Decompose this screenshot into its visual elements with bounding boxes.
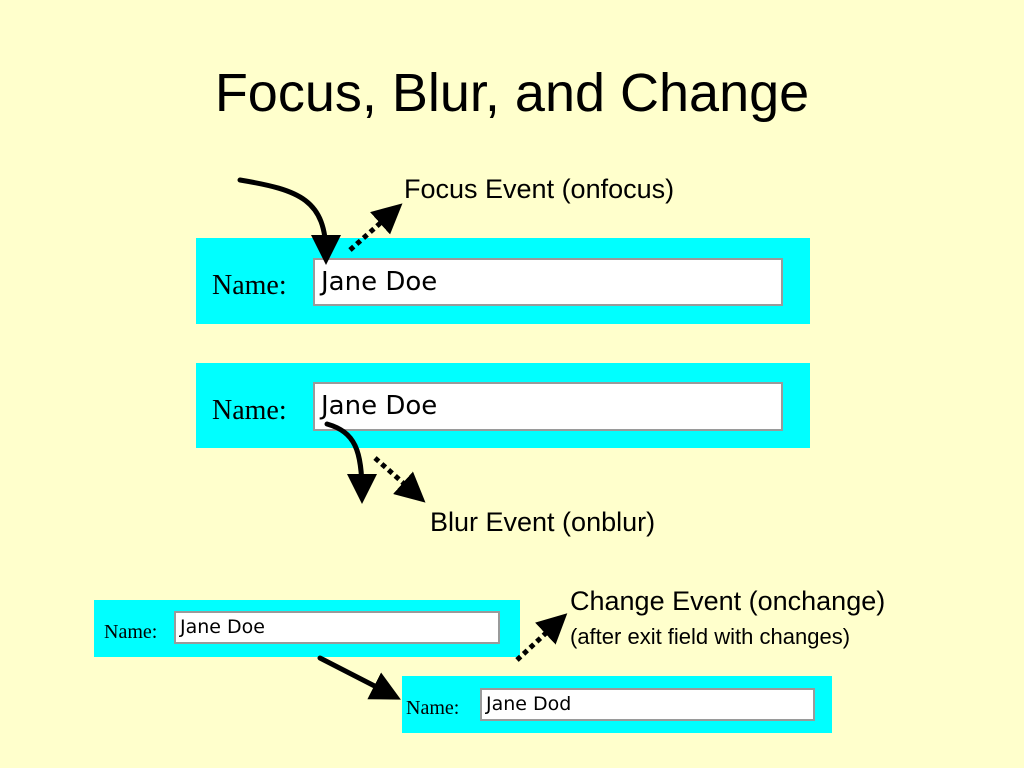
- change-solid-arrow: [317, 655, 401, 700]
- change-dotted-arrow: [515, 613, 568, 662]
- name-label: Name:: [212, 270, 287, 301]
- change-after-panel: Name: Jane Dod: [402, 676, 832, 733]
- name-label: Name:: [104, 621, 158, 643]
- blur-example-panel: Name: Jane Doe: [196, 363, 810, 448]
- slide-title: Focus, Blur, and Change: [214, 63, 810, 123]
- focus-dotted-arrow: [348, 203, 403, 252]
- focus-curved-arrow: [237, 177, 341, 265]
- blur-dotted-arrow: [373, 456, 426, 503]
- focus-event-caption: Focus Event (onfocus): [404, 174, 675, 204]
- name-input-before-change[interactable]: Jane Doe: [174, 611, 500, 644]
- blur-event-caption: Blur Event (onblur): [430, 507, 656, 537]
- change-event-subcaption: (after exit field with changes): [570, 624, 851, 649]
- change-event-caption: Change Event (onchange): [570, 586, 886, 616]
- change-before-panel: Name: Jane Doe: [94, 600, 520, 657]
- name-input-focus[interactable]: Jane Doe: [313, 258, 783, 306]
- name-label: Name:: [212, 395, 287, 426]
- name-label: Name:: [406, 697, 460, 719]
- focus-example-panel: Name: Jane Doe: [196, 238, 810, 324]
- blur-curved-arrow: [324, 421, 377, 504]
- name-input-after-change[interactable]: Jane Dod: [480, 688, 815, 721]
- name-input-blur[interactable]: Jane Doe: [313, 382, 783, 431]
